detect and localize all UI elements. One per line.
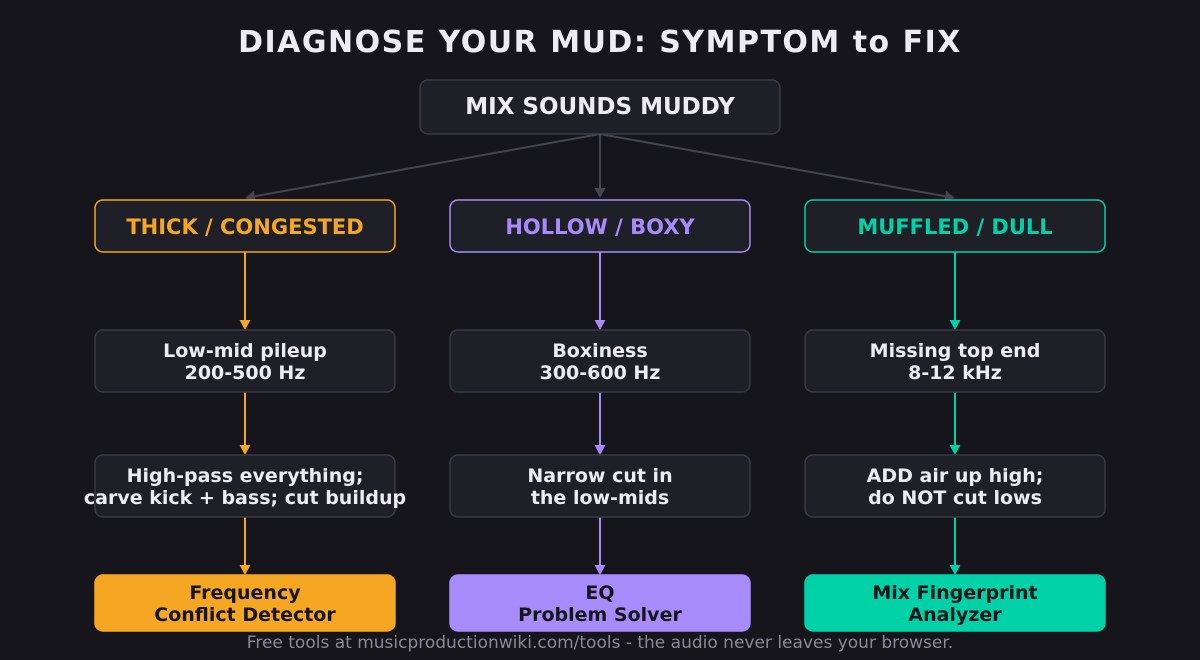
- root-connector-2-arrowhead: [594, 188, 606, 198]
- fix-node-line-2: carve kick + bass; cut buildup: [84, 487, 406, 509]
- fix-to-tool-arrow-arrowhead: [949, 565, 961, 575]
- root-connector-3: [599, 133, 955, 202]
- symptom-to-cause-arrow-arrowhead: [594, 320, 606, 330]
- tool-node-line-2: Analyzer: [908, 604, 1002, 626]
- diagram-title: DIAGNOSE YOUR MUD: SYMPTOM to FIX: [238, 25, 962, 60]
- root-connector-1-line: [254, 133, 601, 198]
- cause-node-line-1: Boxiness: [552, 340, 647, 362]
- fix-to-tool-arrow: [949, 517, 961, 575]
- cause-node-line-2: 8-12 kHz: [908, 362, 1002, 384]
- symptom-to-cause-arrow-arrowhead: [239, 320, 251, 330]
- symptom-to-cause-arrow: [594, 252, 606, 330]
- cause-to-fix-arrow: [594, 392, 606, 455]
- fix-to-tool-arrow: [594, 517, 606, 575]
- root-connector-3-arrowhead: [944, 190, 955, 202]
- symptom-to-cause-arrow: [949, 252, 961, 330]
- symptom-label: HOLLOW / BOXY: [505, 215, 695, 239]
- cause-to-fix-arrow: [949, 392, 961, 455]
- tool-node-line-2: Conflict Detector: [154, 604, 336, 626]
- tool-node-line-2: Problem Solver: [518, 604, 682, 626]
- symptom-to-cause-arrow-arrowhead: [949, 320, 961, 330]
- cause-node-line-1: Low-mid pileup: [163, 340, 327, 362]
- root-connector-1-arrowhead: [245, 190, 256, 202]
- tool-node-line-1: Mix Fingerprint: [872, 582, 1037, 604]
- tool-node-box: [449, 574, 751, 632]
- fix-node-box: [449, 454, 751, 518]
- tool-node-box: [94, 574, 396, 632]
- tool-node-box: [804, 574, 1106, 632]
- fix-node-line-1: ADD air up high;: [867, 465, 1044, 487]
- fix-to-tool-arrow: [239, 517, 251, 575]
- fix-node: High-pass everything;carve kick + bass; …: [84, 454, 406, 518]
- cause-node-box: [449, 329, 751, 393]
- symptom-label: MUFFLED / DULL: [857, 215, 1052, 239]
- fix-node-box: [804, 454, 1106, 518]
- fix-to-tool-arrow-arrowhead: [594, 565, 606, 575]
- symptom-to-cause-arrow: [239, 252, 251, 330]
- connectors: [245, 133, 955, 202]
- tool-node-line-1: Frequency: [189, 582, 301, 604]
- fix-node-line-1: High-pass everything;: [127, 465, 364, 487]
- cause-node-line-2: 300-600 Hz: [540, 362, 661, 384]
- cause-to-fix-arrow: [239, 392, 251, 455]
- fix-to-tool-arrow-arrowhead: [239, 565, 251, 575]
- symptom-node: HOLLOW / BOXY: [449, 199, 751, 253]
- cause-to-fix-arrow-arrowhead: [949, 445, 961, 455]
- cause-to-fix-arrow-arrowhead: [239, 445, 251, 455]
- cause-node-line-1: Missing top end: [870, 340, 1041, 362]
- root-connector-3-line: [599, 133, 946, 198]
- root-connector-2: [594, 134, 606, 198]
- fix-node-box: [94, 454, 396, 518]
- footer-note: Free tools at musicproductionwiki.com/to…: [247, 633, 953, 653]
- root-node: MIX SOUNDS MUDDY: [419, 79, 781, 135]
- fix-node-line-1: Narrow cut in: [527, 465, 672, 487]
- root-label: MIX SOUNDS MUDDY: [465, 94, 735, 120]
- symptom-node: THICK / CONGESTED: [94, 199, 396, 253]
- cause-to-fix-arrow-arrowhead: [594, 445, 606, 455]
- cause-node-box: [94, 329, 396, 393]
- fix-node-line-2: do NOT cut lows: [868, 487, 1042, 509]
- symptom-node: MUFFLED / DULL: [804, 199, 1106, 253]
- tool-node-line-1: EQ: [585, 582, 614, 604]
- fix-node-line-2: the low-mids: [531, 487, 669, 509]
- cause-node-line-2: 200-500 Hz: [185, 362, 306, 384]
- symptom-label: THICK / CONGESTED: [126, 215, 363, 239]
- cause-node-box: [804, 329, 1106, 393]
- root-connector-1: [245, 133, 601, 202]
- fix-node: ADD air up high;do NOT cut lows: [804, 454, 1106, 518]
